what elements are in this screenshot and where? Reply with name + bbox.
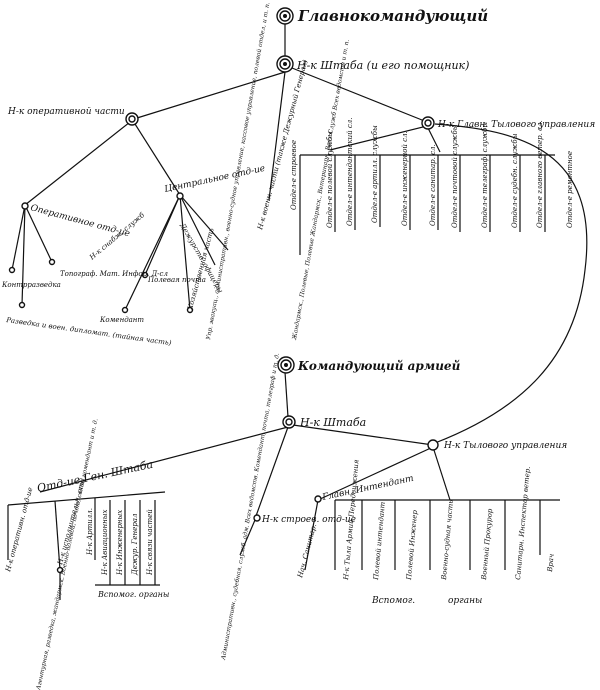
label-supply-staff: Н-к снабж. служб — [87, 211, 146, 263]
label-combat-note: Административн., судебная, служб. адм. В… — [220, 352, 281, 661]
label-field-post: Полевая почта — [147, 276, 206, 284]
gs-child-2: Н-к Артилл. — [86, 508, 94, 556]
label-chief-quartermaster: Главн. Интендант — [321, 474, 415, 503]
rear-dept-1: Отдел-е полевой службы — [326, 131, 334, 228]
nodes — [8, 7, 439, 574]
label-gen-staff-dept: Отд-ие Ген. Штаба — [36, 458, 154, 495]
rear-child-6: Врач — [546, 553, 556, 573]
gs-children: Н-к оперативн. отд-ие Н-к исполнительн. … — [4, 418, 154, 690]
node-chief-quartermaster[interactable] — [314, 495, 322, 503]
label-quartermaster-dept: Центральное отд-ие — [164, 164, 267, 195]
rear-child-2: Полевой Инженер — [405, 509, 419, 581]
label-army-commander: Командующий армией — [297, 359, 461, 373]
label-army-rear-chief: Н-к Тылового управления — [443, 441, 567, 451]
gs-child-3: Н-к Авиационных — [101, 510, 109, 576]
rear-child-4: Военный Прокурор — [480, 508, 494, 581]
rear-dept-8: Отдел-е судебн. службы — [511, 133, 519, 228]
node-quartermaster-dept[interactable] — [176, 192, 184, 200]
label-reconnaissance: Разведка и воен. дипломат. (тайная часть… — [5, 316, 172, 347]
label-topography: Топограф. Мат. Инфор. Д-сл — [60, 270, 168, 278]
gs-child-5: Дежур. Генерал — [131, 514, 139, 576]
rear-dept-0: Отдел-е строевое — [290, 140, 298, 210]
rear-dept-7: Отдел-е телеграф. службы — [481, 122, 489, 228]
gs-child-6: Н-к связи частей — [146, 509, 154, 576]
label-commandant: Комендант — [99, 316, 144, 324]
node-operational-dept[interactable] — [21, 202, 29, 210]
rear-dept-10: Отдел-е ремонтное — [566, 151, 574, 228]
rear-dept-6: Отдел-е почтовой службы — [451, 124, 459, 228]
label-army-chief-of-staff: Н-к Штаба — [299, 416, 366, 429]
node-commandant[interactable] — [121, 306, 129, 314]
rear-child-3: Военно-судная часть — [440, 499, 455, 581]
label-chief-of-staff: Н-к Штаба (и его помощник) — [296, 59, 469, 72]
rear-dept-3: Отдел-е артилл. службы — [371, 125, 379, 223]
label-aux-organs-right-b: органы — [448, 596, 482, 606]
label-aux-organs-right-a: Вспомог. — [371, 596, 415, 606]
node-army-rear-chief[interactable] — [427, 439, 439, 451]
label-special-chief: Н-к военн. части (также Дежурный Генерал… — [256, 59, 310, 232]
rear-departments: Отдел-е строевое Отдел-е полевой службы … — [290, 118, 574, 228]
rear-children: Н-к Тыла Армий Передвижения Полевой инте… — [342, 459, 556, 581]
label-counterintel: Контрразведка — [1, 281, 61, 289]
rear-dept-2: Отдел-е интендантский сл. — [346, 118, 354, 226]
label-aux-organs-left: Вспомог. органы — [97, 590, 169, 599]
label-surgeon: Нач. Санитар. — [296, 523, 318, 579]
rear-dept-9: Отдел-е главного ветер. сл. — [536, 120, 544, 228]
label-commander-in-chief: Главнокомандующий — [297, 7, 488, 25]
rear-dept-4: Отдел-е инженерной сл. — [401, 131, 409, 226]
edges — [7, 24, 588, 600]
label-operational-chief: Н-к оперативной части — [7, 107, 125, 117]
rear-child-1: Полевой интендант — [372, 501, 387, 581]
label-combat-dept: Н-к строев. отд-ие — [261, 515, 356, 525]
rear-child-5: Санитарн. Инспектор ветер. — [514, 466, 532, 580]
node-combat-dept[interactable] — [253, 514, 261, 522]
node-field-post[interactable] — [141, 271, 149, 279]
label-rear-chief: Н-к Главн. Тылового управления — [437, 120, 595, 130]
rear-dept-5: Отдел-е санитар. сл. — [429, 144, 437, 226]
gs-child-4: Н-к Инженерных — [116, 510, 124, 576]
